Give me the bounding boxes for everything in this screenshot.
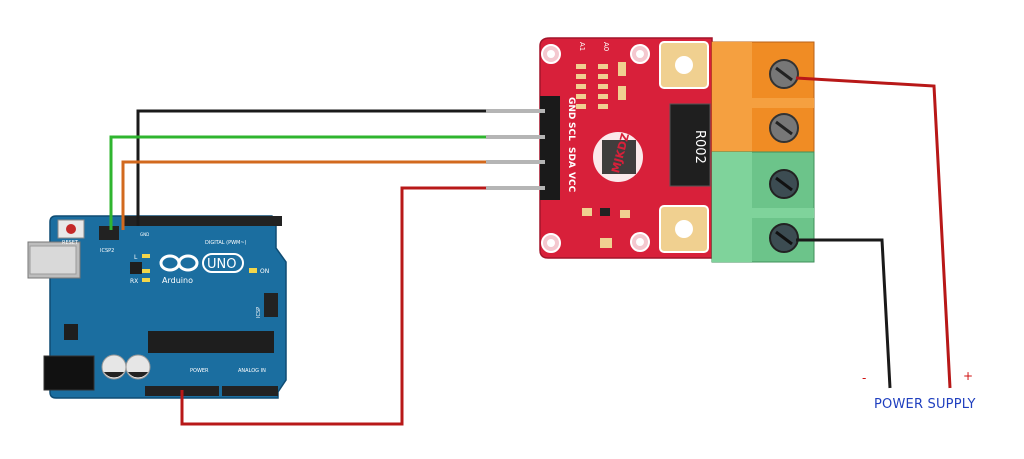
icsp-header: [264, 293, 278, 317]
atmega-chip: [148, 331, 274, 353]
digital-label: DIGITAL (PWM~): [205, 240, 247, 246]
address-label-a0: A0: [602, 42, 610, 51]
dc-power-jack: [43, 355, 95, 391]
analog-header: [222, 386, 278, 396]
smd-component-4: [600, 238, 612, 248]
power-supply-negative-label: -: [862, 371, 867, 385]
resistor-label: R002: [692, 130, 707, 164]
power-supply-positive-label: +: [963, 369, 974, 383]
small-ic: [130, 262, 142, 274]
wires: [109, 76, 952, 426]
smd-component-2: [600, 208, 610, 216]
icsp-label: ICSP: [256, 307, 262, 318]
wire-supply-negative: [796, 238, 892, 389]
on-led-label: ON: [260, 268, 269, 275]
screw-terminal-orange: [711, 41, 815, 153]
tx-led: [142, 269, 150, 273]
l-led: [142, 254, 150, 258]
smd-component-3: [620, 210, 630, 218]
power-label: POWER: [190, 368, 209, 374]
pin-label-scl: SCL: [566, 122, 576, 141]
analog-label: ANALOG IN: [238, 368, 266, 374]
wire-vcc: [180, 186, 486, 426]
icsp2-header: [99, 226, 119, 240]
wire-scl: [109, 135, 486, 230]
current-sensor-module: A1 A0 GND SCL SDA VCC MJKDZ R002: [539, 37, 713, 259]
reset-label: RESET: [62, 240, 79, 246]
wire-gnd: [136, 109, 486, 226]
pin-label-vcc: VCC: [566, 172, 576, 193]
address-label-a1: A1: [578, 42, 586, 51]
pin-label-gnd: GND: [566, 97, 576, 119]
l-led-label: L: [134, 254, 138, 261]
digital-header: [122, 216, 282, 226]
arduino-logo: [159, 253, 244, 273]
gnd-pin-label: GND: [140, 232, 149, 237]
arduino-brand-label: Arduino: [162, 276, 193, 285]
uno-model-label: UNO: [207, 257, 236, 272]
wire-supply-positive: [795, 76, 952, 389]
screw-terminal-green: [711, 151, 815, 263]
voltage-regulator: [64, 324, 78, 340]
smd-component-1: [582, 208, 592, 216]
on-led: [249, 268, 257, 273]
arduino-uno-board: RESET ICSP2 DIGITAL (PWM~) GND L TX RX U…: [27, 215, 287, 399]
pin-label-sda: SDA: [566, 147, 576, 168]
rx-led: [142, 278, 150, 282]
pin-header: [540, 96, 560, 200]
shunt-resistor: [669, 103, 711, 187]
sensor-chip: [602, 140, 636, 174]
icsp2-label: ICSP2: [100, 248, 114, 254]
rx-led-label: RX: [130, 278, 138, 285]
power-supply-label: POWER SUPPLY: [874, 397, 976, 412]
wire-sda: [121, 160, 486, 230]
